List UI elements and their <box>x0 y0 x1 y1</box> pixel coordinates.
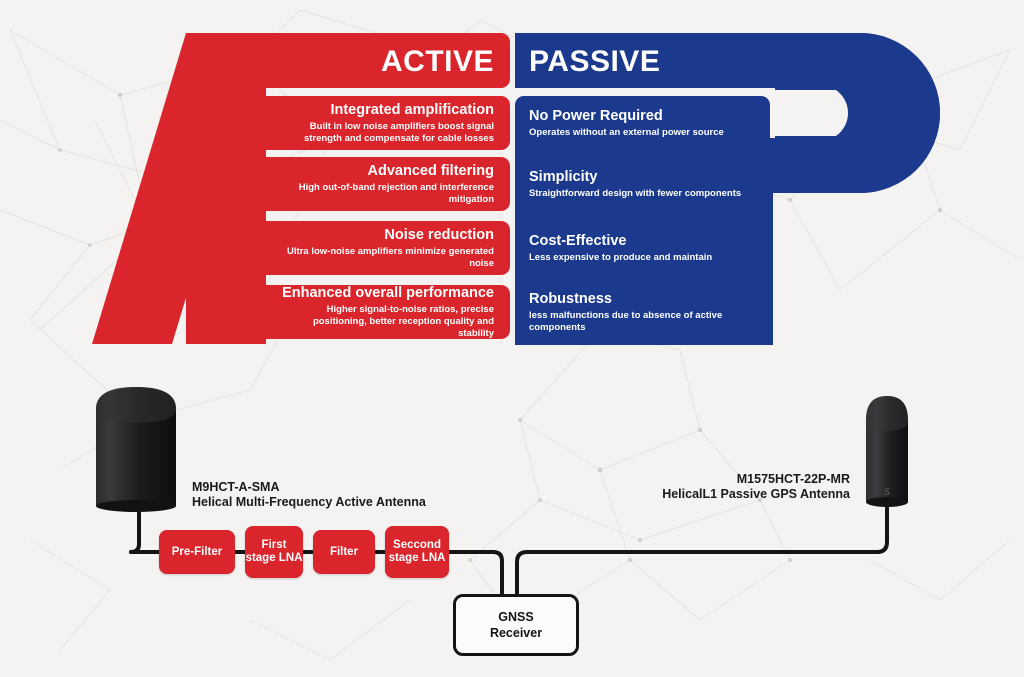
right-antenna-description: HelicalL1 Passive GPS Antenna <box>662 487 850 501</box>
passive-title-text: PASSIVE <box>529 45 661 78</box>
receiver-label-line1: GNSS <box>498 610 534 624</box>
card-subtitle: Operates without an external power sourc… <box>529 126 724 138</box>
card-subtitle: Ultra low-noise amplifiers minimize gene… <box>287 245 494 269</box>
card-subtitle: less malfunctions due to absence of acti… <box>529 309 723 333</box>
card-title: Robustness <box>529 290 612 307</box>
passive-feature-card: Cost-Effective Less expensive to produce… <box>515 221 770 275</box>
card-subtitle: Built in low noise amplifiers boost sign… <box>303 120 494 144</box>
card-subtitle: Straightforward design with fewer compon… <box>529 187 742 199</box>
signal-chain-diagram: S M9HCT-A-SMA Helical Multi-Frequency Ac… <box>0 360 1024 677</box>
card-title: Advanced filtering <box>367 162 495 179</box>
right-antenna-label: M1575HCT-22P-MR HelicalL1 Passive GPS An… <box>660 472 850 502</box>
active-feature-card: Enhanced overall performance Higher sign… <box>258 285 510 339</box>
card-title: Enhanced overall performance <box>282 284 494 301</box>
left-antenna-model: M9HCT-A-SMA <box>192 480 280 494</box>
active-feature-card: Noise reduction Ultra low-noise amplifie… <box>258 221 510 275</box>
card-title: Cost-Effective <box>529 232 627 249</box>
left-antenna-label: M9HCT-A-SMA Helical Multi-Frequency Acti… <box>192 480 426 510</box>
chain-block-filter[interactable]: Filter <box>313 530 375 574</box>
right-antenna-model: M1575HCT-22P-MR <box>736 472 850 486</box>
card-title: Noise reduction <box>384 226 494 243</box>
card-subtitle: High out-of-band rejection and interfere… <box>298 181 494 205</box>
passive-feature-card: Robustness less malfunctions due to abse… <box>515 285 770 339</box>
receiver-label-line2: Receiver <box>489 626 543 640</box>
chip-label: Seccond stage LNA <box>388 539 446 564</box>
chip-label: Pre-Filter <box>171 545 223 558</box>
card-subtitle: Less expensive to produce and maintain <box>529 251 713 263</box>
column-header-active: ACTIVE <box>258 36 510 88</box>
left-antenna-body <box>96 387 176 512</box>
antenna-illustrations: S <box>96 387 908 512</box>
card-title: Integrated amplification <box>330 101 494 118</box>
column-header-passive: PASSIVE <box>515 36 770 88</box>
gnss-receiver-box[interactable]: GNSS Receiver <box>453 594 579 656</box>
right-antenna-body: S <box>866 396 908 507</box>
active-feature-card: Integrated amplification Built in low no… <box>258 96 510 150</box>
card-subtitle: Higher signal-to-noise ratios, precise p… <box>312 303 494 339</box>
cable-wiring <box>129 506 889 596</box>
passive-feature-card: Simplicity Straightforward design with f… <box>515 157 770 211</box>
chain-block-first-stage-lna[interactable]: First stage LNA <box>245 526 303 578</box>
passive-feature-card: No Power Required Operates without an ex… <box>515 96 770 150</box>
card-title: Simplicity <box>529 168 598 185</box>
chip-label: First stage LNA <box>245 539 303 564</box>
chain-block-pre-filter[interactable]: Pre-Filter <box>159 530 235 574</box>
active-feature-card: Advanced filtering High out-of-band reje… <box>258 157 510 211</box>
svg-text:S: S <box>884 486 890 498</box>
left-antenna-description: Helical Multi-Frequency Active Antenna <box>192 495 426 509</box>
chip-label: Filter <box>329 545 359 558</box>
chain-block-second-stage-lna[interactable]: Seccond stage LNA <box>385 526 449 578</box>
card-title: No Power Required <box>529 107 663 124</box>
active-title-text: ACTIVE <box>380 45 494 78</box>
